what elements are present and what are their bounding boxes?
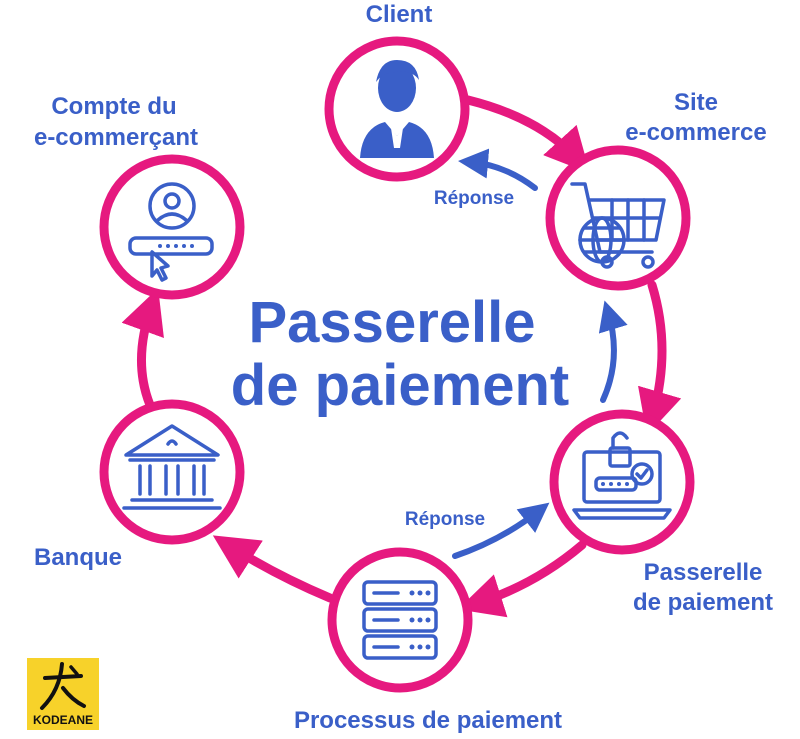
label-site-line2: e-commerce <box>625 119 766 146</box>
label-bank: Banque <box>34 544 122 571</box>
flow-arrow-client-to-site <box>463 95 591 174</box>
response-arrow-processor-to-gateway <box>452 502 550 559</box>
label-gateway-line2: de paiement <box>633 589 773 616</box>
response-label-top: Réponse <box>434 188 514 209</box>
flow-arrow-site-to-gateway <box>638 280 682 436</box>
node-merchant <box>99 154 245 300</box>
label-site-line1: Site <box>674 89 718 116</box>
laptop-lock-icon <box>572 431 672 520</box>
diagram-title-line1: Passerelle <box>248 290 535 355</box>
label-merchant-line1: Compte du <box>51 93 176 120</box>
label-processor: Processus de paiement <box>294 707 562 734</box>
response-arrows <box>452 148 628 559</box>
user-password-icon <box>128 182 214 282</box>
node-client <box>324 36 470 182</box>
node-processor <box>327 547 473 693</box>
label-gateway-line1: Passerelle <box>644 559 763 586</box>
kodeane-logo: KODEANE <box>27 658 99 730</box>
bank-icon <box>122 424 222 510</box>
node-bank <box>99 399 245 545</box>
diagram-title-line2: de paiement <box>231 353 569 418</box>
node-site <box>545 145 691 291</box>
flow-arrow-bank-to-merchant <box>121 288 164 410</box>
label-merchant-line2: e-commerçant <box>34 124 198 151</box>
shopping-cart-globe-icon <box>570 182 666 269</box>
response-arrow-gateway-to-site <box>598 300 628 403</box>
flow-arrows <box>121 95 682 618</box>
person-icon <box>360 60 434 158</box>
flow-arrow-gateway-to-processor <box>457 540 587 618</box>
logo-text: KODEANE <box>33 713 93 727</box>
response-label-bottom: Réponse <box>405 509 485 530</box>
response-arrow-site-to-client <box>458 148 538 191</box>
node-gateway <box>549 409 695 555</box>
server-icon <box>362 580 438 660</box>
flow-arrow-processor-to-bank <box>212 535 335 603</box>
label-client: Client <box>366 1 433 28</box>
